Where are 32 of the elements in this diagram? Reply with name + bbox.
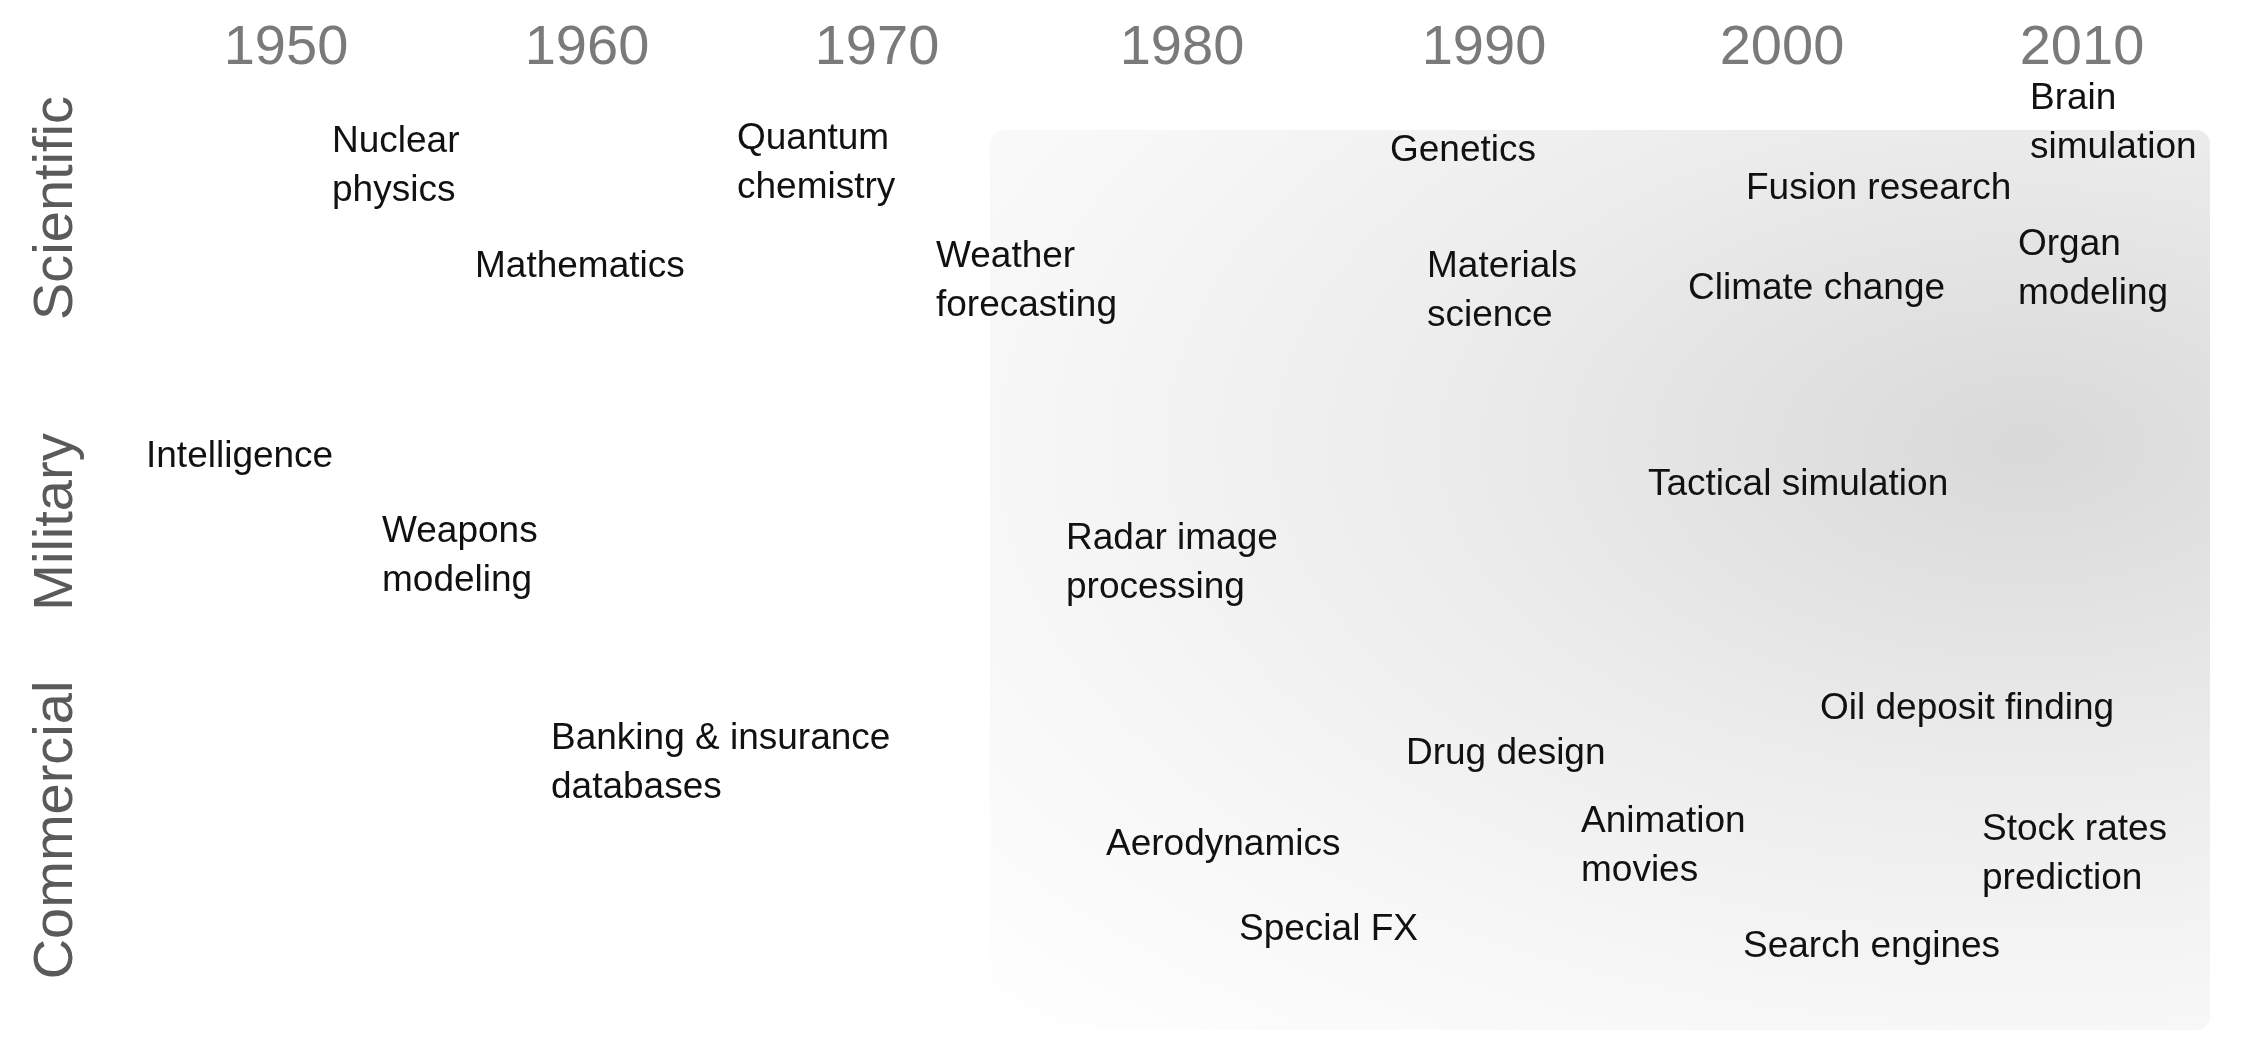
year-label: 1980	[1119, 12, 1245, 78]
application-label: Radar image processing	[1066, 515, 1279, 609]
application-label: Weapons modeling	[382, 508, 539, 602]
year-label: 1990	[1421, 12, 1547, 78]
application-label: Materials science	[1427, 243, 1579, 337]
application-label: Aerodynamics	[1106, 821, 1341, 865]
application-label: Tactical simulation	[1648, 461, 1949, 505]
application-label: Search engines	[1743, 923, 2001, 967]
application-label: Fusion research	[1746, 165, 2012, 209]
application-label: Banking & insurance databases	[551, 715, 892, 809]
category-label: Military	[19, 433, 85, 611]
application-label: Genetics	[1390, 127, 1536, 171]
application-label: Brain simulation	[2030, 75, 2198, 169]
application-label: Intelligence	[146, 433, 334, 477]
application-label: Climate change	[1688, 265, 1946, 309]
application-label: Organ modeling	[2018, 221, 2170, 315]
application-label: Weather forecasting	[936, 233, 1118, 327]
year-label: 1970	[814, 12, 940, 78]
application-label: Nuclear physics	[332, 118, 461, 212]
application-label: Oil deposit finding	[1820, 685, 2115, 729]
category-label: Scientific	[19, 95, 85, 321]
application-label: Special FX	[1239, 906, 1418, 950]
application-label: Animation movies	[1581, 798, 1747, 892]
application-label: Mathematics	[475, 243, 685, 287]
year-label: 2010	[2019, 12, 2145, 78]
application-label: Stock rates prediction	[1982, 806, 2169, 900]
application-label: Quantum chemistry	[737, 115, 897, 209]
year-label: 1950	[223, 12, 349, 78]
category-label: Commercial	[19, 680, 85, 980]
year-label: 1960	[524, 12, 650, 78]
application-label: Drug design	[1406, 730, 1606, 774]
year-label: 2000	[1719, 12, 1845, 78]
